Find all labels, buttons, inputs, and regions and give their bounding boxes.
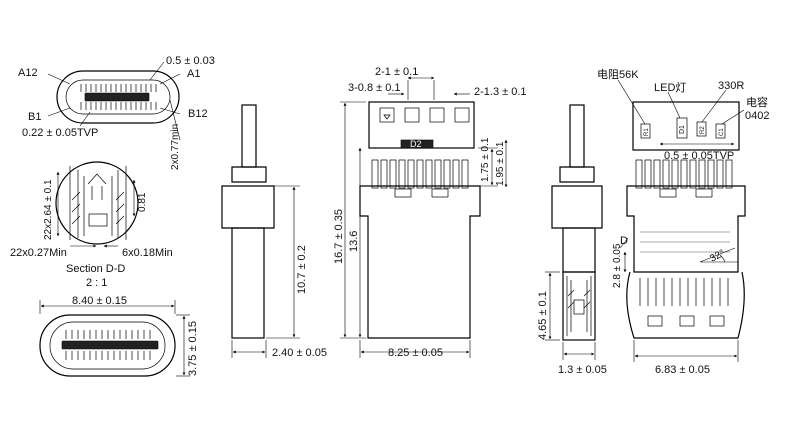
part-label-d2: D2 (410, 139, 422, 149)
pcb-component-view (617, 79, 746, 362)
dim-2x077: 2x0.77min (170, 124, 181, 170)
dim-28: 2.8 ± 0.05 (612, 243, 623, 288)
dim-175: 1.75 ± 0.1 (480, 137, 491, 182)
dim-825: 8.25 ± 0.05 (388, 347, 443, 359)
dim-3-08: 3-0.8 ± 0.1 (348, 82, 401, 94)
component-c1: C1 (719, 128, 725, 136)
dim-13: 1.3 ± 0.05 (558, 364, 607, 376)
side-view-right (545, 104, 603, 360)
pin-label-b12: B12 (188, 108, 208, 120)
pin-label-b1: B1 (28, 111, 41, 123)
dim-240: 2.40 ± 0.05 (272, 347, 327, 359)
dim-136: 13.6 (348, 231, 360, 252)
dim-6x018: 6x0.18Min (122, 247, 173, 259)
dim-465: 4.65 ± 0.1 (537, 291, 549, 340)
label-resistor-56k: 电阻56K (597, 68, 639, 81)
dim-683: 6.83 ± 0.05 (655, 364, 710, 376)
connector-front-view (47, 61, 181, 141)
section-scale: 2 : 1 (86, 277, 107, 289)
label-capacitor-size: 0402 (745, 110, 769, 122)
dim-2-1: 2-1 ± 0.1 (375, 66, 418, 78)
component-r2: R2 (700, 126, 706, 134)
side-view-left (221, 104, 300, 358)
pin-label-a1: A1 (187, 68, 200, 80)
dim-pin-pitch: 0.5 ± 0.03 (166, 55, 215, 67)
dim-05-tvp: 0.5 ± 0.05TVP (664, 150, 734, 162)
pin-label-a12: A12 (18, 67, 38, 79)
dim-22x264: 22x2.64 ± 0.1 (43, 179, 54, 240)
dim-840: 8.40 ± 0.15 (72, 295, 127, 307)
connector-bottom-view (39, 300, 190, 377)
dim-195: 1.95 ± 0.1 (495, 141, 506, 186)
dim-107: 10.7 ± 0.2 (296, 245, 308, 294)
dim-167: 16.7 ± 0.35 (333, 209, 345, 264)
section-d-d-detail (55, 161, 139, 248)
dim-375: 3.75 ± 0.15 (187, 321, 199, 376)
section-title: Section D-D (66, 263, 125, 275)
dim-2-13: 2-1.3 ± 0.1 (474, 86, 527, 98)
label-led: LED灯 (654, 81, 686, 94)
dim-contact-width: 0.22 ± 0.05TVP (22, 127, 98, 139)
label-capacitor: 电容 (746, 95, 768, 109)
component-r1: R1 (644, 128, 650, 136)
component-d1: D1 (679, 125, 686, 134)
pcb-top-view (340, 76, 508, 358)
dim-22x027: 22x0.27Min (10, 247, 67, 259)
section-marker-d: D (620, 235, 628, 247)
label-resistor-330r: 330R (718, 80, 744, 92)
dim-081: 0.81 (137, 192, 148, 212)
